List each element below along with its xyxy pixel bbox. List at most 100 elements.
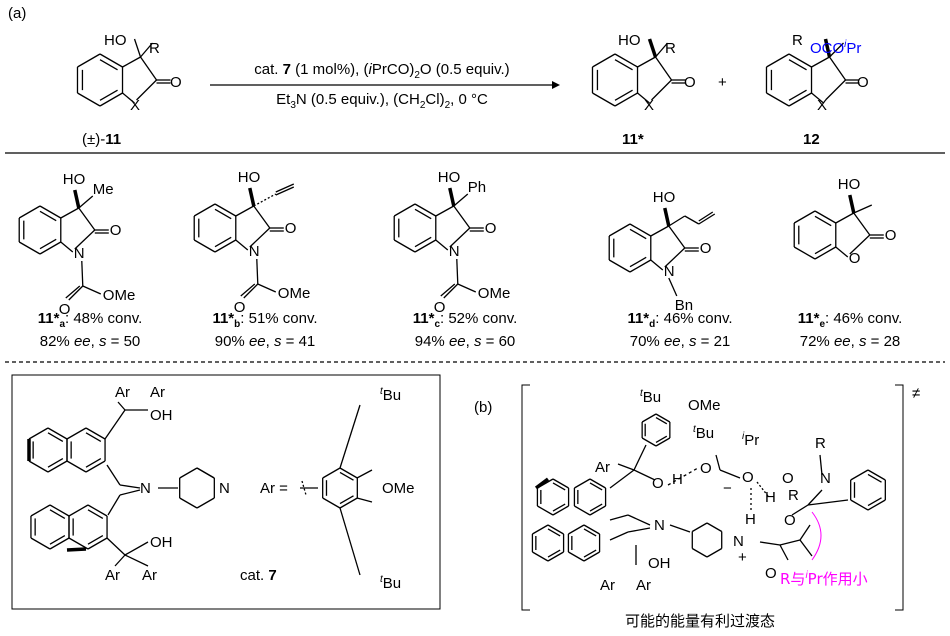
bond: [654, 56, 673, 81]
bond: [799, 524, 811, 541]
bond: [78, 195, 94, 209]
pyridinium-n-label: N: [733, 533, 744, 550]
pyridinium-plus-charge: +: [738, 549, 747, 566]
bond: [39, 210, 57, 222]
ar-label: Ar: [600, 577, 615, 594]
bond: [301, 480, 307, 496]
bond: [443, 283, 459, 299]
bond: [766, 92, 790, 107]
bond: [457, 283, 477, 293]
bond: [799, 539, 813, 557]
h-label: H: [672, 471, 683, 488]
bond: [811, 92, 824, 104]
r-group-label: R: [149, 40, 160, 57]
bond: [30, 504, 51, 517]
bond: [835, 246, 849, 258]
r-label: R: [788, 487, 799, 504]
ome-label: OMe: [382, 480, 415, 497]
carbonyl-o-label: O: [170, 74, 182, 91]
n-label: N: [249, 243, 260, 260]
panel-a-label: (a): [8, 5, 26, 22]
bond: [66, 547, 87, 552]
bond: [807, 489, 823, 506]
bond: [99, 53, 123, 68]
bond: [825, 79, 846, 101]
bond: [99, 59, 118, 71]
bond: [633, 469, 656, 481]
bond: [651, 79, 672, 101]
conversion-caption: 11*c: 52% conv.: [413, 310, 518, 330]
bond: [867, 497, 882, 507]
bond: [766, 53, 790, 68]
bond: [179, 467, 198, 479]
bond: [617, 463, 635, 471]
bond: [28, 427, 49, 440]
bond: [78, 207, 96, 231]
bond: [87, 537, 108, 550]
o-label: O: [110, 222, 122, 239]
o-label: O: [765, 565, 777, 582]
bond: [68, 537, 89, 550]
bond: [759, 541, 781, 546]
bond: [87, 535, 104, 545]
bond: [235, 205, 255, 217]
n-label: N: [74, 245, 85, 262]
bond: [106, 464, 121, 486]
bond: [39, 238, 57, 250]
bond: [193, 239, 216, 253]
bond: [435, 205, 455, 217]
bond: [214, 203, 237, 217]
bond: [641, 413, 657, 423]
compound-name: 12: [803, 131, 820, 148]
sub-label: Me: [93, 181, 114, 198]
bond: [583, 524, 600, 535]
bond: [196, 497, 215, 509]
hydroxyl-label: HO: [104, 32, 127, 49]
tbu-label: tBu: [640, 388, 661, 406]
bond: [627, 514, 651, 526]
bond: [81, 260, 84, 287]
panel-b-label: (b): [474, 399, 492, 416]
bond: [257, 283, 277, 293]
bond: [633, 444, 647, 471]
o-label: O: [485, 220, 497, 237]
oh-label: OH: [150, 534, 173, 551]
bond: [122, 56, 141, 68]
bond: [47, 458, 64, 468]
bond: [136, 79, 157, 101]
annotation-label: R与iPr作用小: [780, 570, 868, 588]
bond: [547, 528, 561, 537]
bond: [629, 259, 652, 273]
ho-label: HO: [438, 169, 461, 186]
bond: [249, 227, 271, 248]
selectivity-caption: 90% ee, s = 41: [215, 333, 316, 350]
ome-label: OMe: [478, 285, 511, 302]
bond: [614, 59, 633, 71]
bond: [655, 42, 669, 58]
ar-label: Ar: [105, 567, 120, 584]
bond: [629, 223, 652, 237]
ar-label: Ar: [142, 567, 157, 584]
bond: [614, 92, 638, 107]
bond: [609, 469, 635, 489]
bond: [691, 522, 708, 533]
bond: [807, 499, 849, 506]
bond: [655, 435, 668, 444]
bond: [74, 229, 96, 250]
bond: [663, 207, 671, 227]
bond: [119, 489, 141, 496]
ester-label: OCOiPr: [810, 39, 861, 57]
bond: [568, 551, 585, 562]
bond: [793, 210, 816, 224]
bond: [655, 437, 671, 447]
carbonyl-o-label: O: [857, 74, 869, 91]
bond: [114, 554, 126, 567]
bond: [60, 207, 80, 219]
ho-label: HO: [838, 176, 861, 193]
bond: [592, 53, 616, 68]
oh-label: OH: [648, 555, 671, 572]
bond: [240, 283, 256, 297]
ar-label: Ar: [115, 384, 130, 401]
bond: [339, 471, 354, 481]
